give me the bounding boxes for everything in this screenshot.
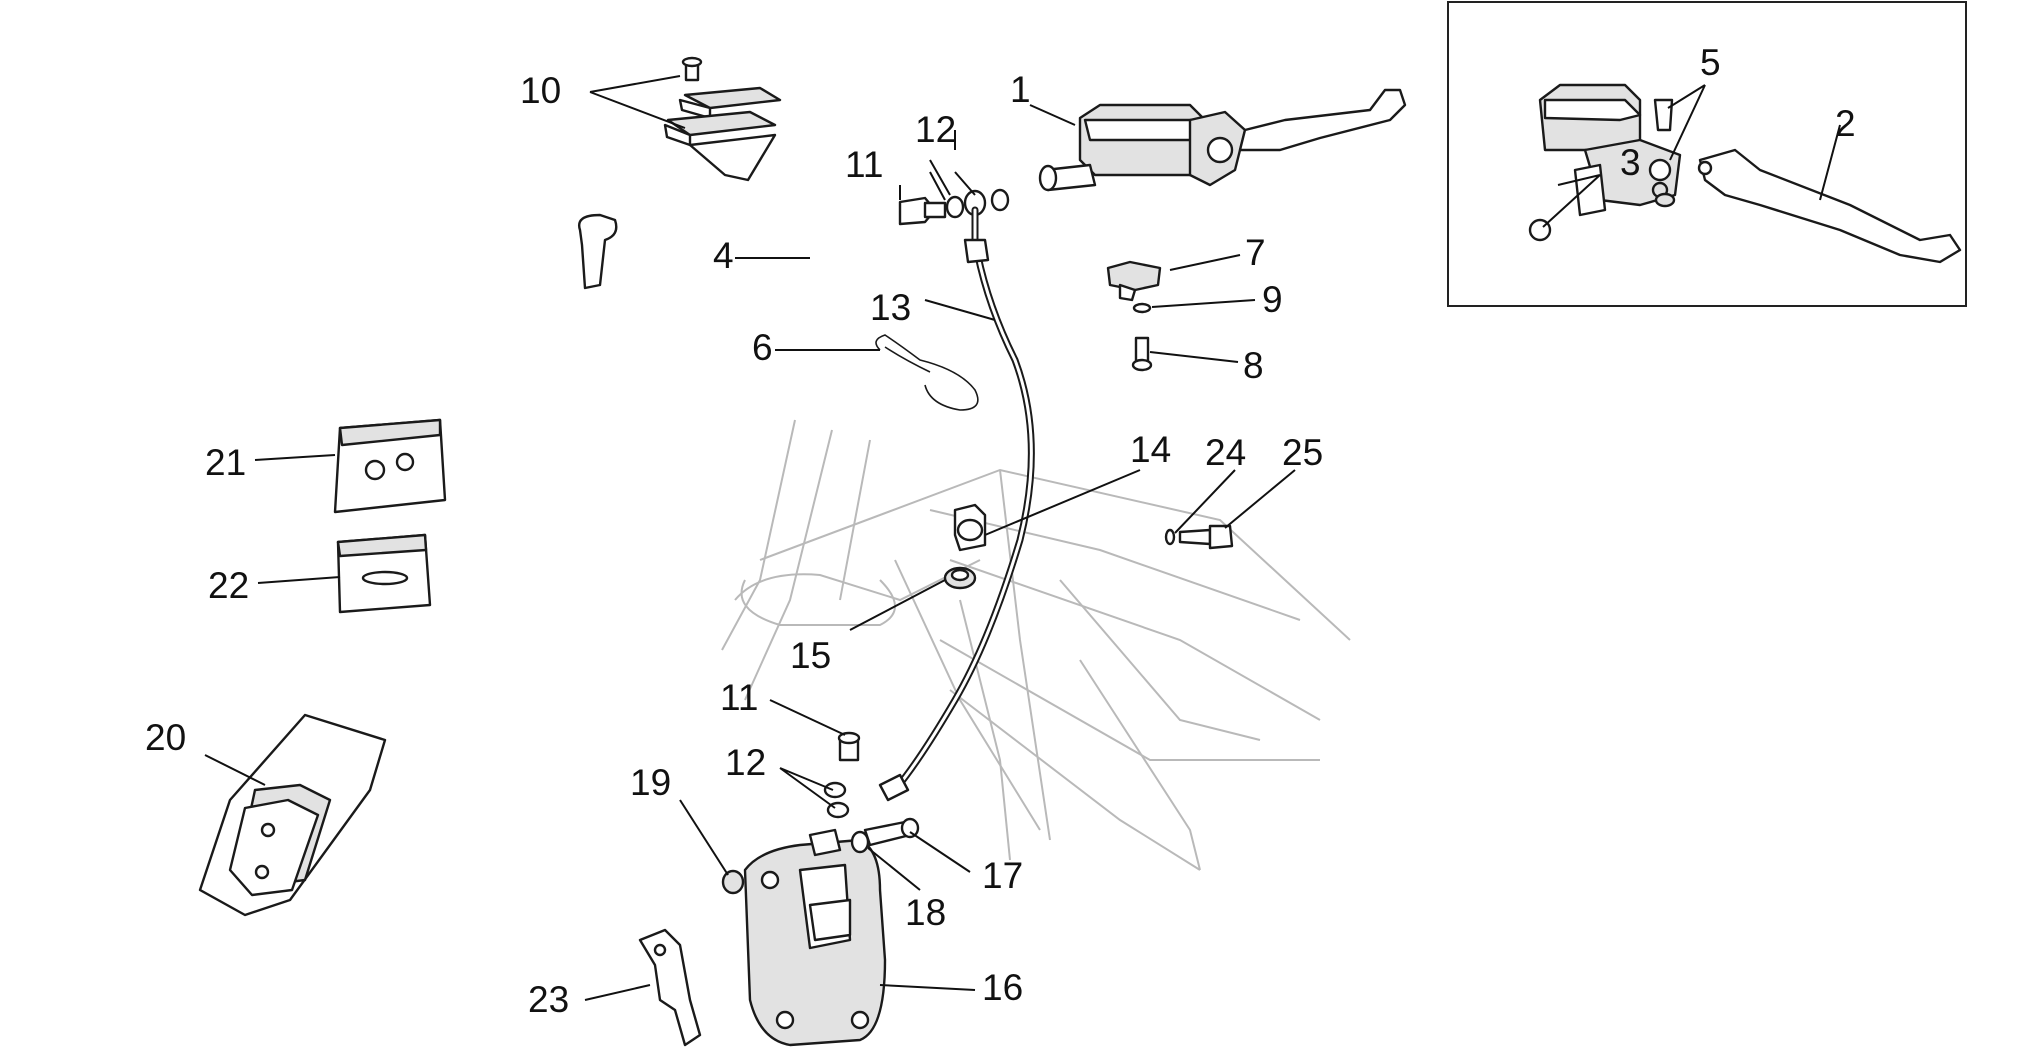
callout-25: 25 — [1282, 432, 1323, 473]
hose-guide — [953, 503, 987, 552]
washer-bottom-1 — [823, 781, 847, 799]
callout-12-bottom: 12 — [725, 742, 766, 783]
callout-24: 24 — [1205, 432, 1246, 473]
callout-17: 17 — [982, 855, 1023, 896]
reservoir-cap-set — [663, 56, 782, 182]
callout-7: 7 — [1245, 232, 1266, 273]
brake-hose — [878, 206, 1035, 802]
callout-3: 3 — [1620, 142, 1641, 183]
bleed-cap — [721, 869, 745, 895]
banjo-bolt-top — [898, 196, 947, 226]
callout-13: 13 — [870, 287, 911, 328]
washers-top — [945, 188, 1010, 219]
callout-19: 19 — [630, 762, 671, 803]
brake-caliper — [743, 828, 887, 1047]
hose-clip — [875, 334, 979, 411]
callout-10: 10 — [520, 70, 561, 111]
callout-20: 20 — [145, 717, 186, 758]
screw-25 — [1178, 524, 1234, 550]
grommet — [943, 566, 977, 590]
washer-24 — [1164, 528, 1176, 546]
switch-washer — [1132, 302, 1152, 314]
caliper-bolt — [863, 817, 920, 847]
callout-23: 23 — [528, 979, 569, 1020]
callout-5: 5 — [1700, 42, 1721, 83]
callout-2: 2 — [1835, 103, 1856, 144]
frame-outline — [721, 419, 1351, 871]
callout-21: 21 — [205, 442, 246, 483]
callout-15: 15 — [790, 635, 831, 676]
callout-11-bottom: 11 — [720, 677, 758, 718]
master-cylinder — [1038, 88, 1407, 192]
callout-22: 22 — [208, 565, 249, 606]
brake-switch — [1106, 260, 1162, 302]
inset-panel — [1447, 1, 1967, 307]
cap-part — [578, 213, 618, 290]
switch-screw — [1131, 336, 1153, 372]
caliper-washer — [850, 830, 870, 854]
callout-1: 1 — [1010, 69, 1031, 110]
pad-spring — [638, 928, 702, 1047]
banjo-bolt-bottom — [837, 731, 861, 762]
inset-lever — [1697, 148, 1962, 264]
callout-6: 6 — [752, 327, 773, 368]
seal-kit-22 — [336, 533, 432, 614]
seal-kit-21 — [333, 418, 447, 514]
callout-12: 12 — [915, 109, 956, 150]
inset-master-cylinder — [1538, 83, 1682, 217]
callout-8: 8 — [1243, 345, 1264, 386]
callout-4: 4 — [713, 235, 734, 276]
leader-lines — [204, 75, 1841, 1001]
callout-9: 9 — [1262, 279, 1283, 320]
callout-18: 18 — [905, 892, 946, 933]
callout-11: 11 — [845, 144, 883, 185]
brake-pads-pack — [198, 713, 387, 917]
callout-16: 16 — [982, 967, 1023, 1008]
callout-14: 14 — [1130, 429, 1171, 470]
